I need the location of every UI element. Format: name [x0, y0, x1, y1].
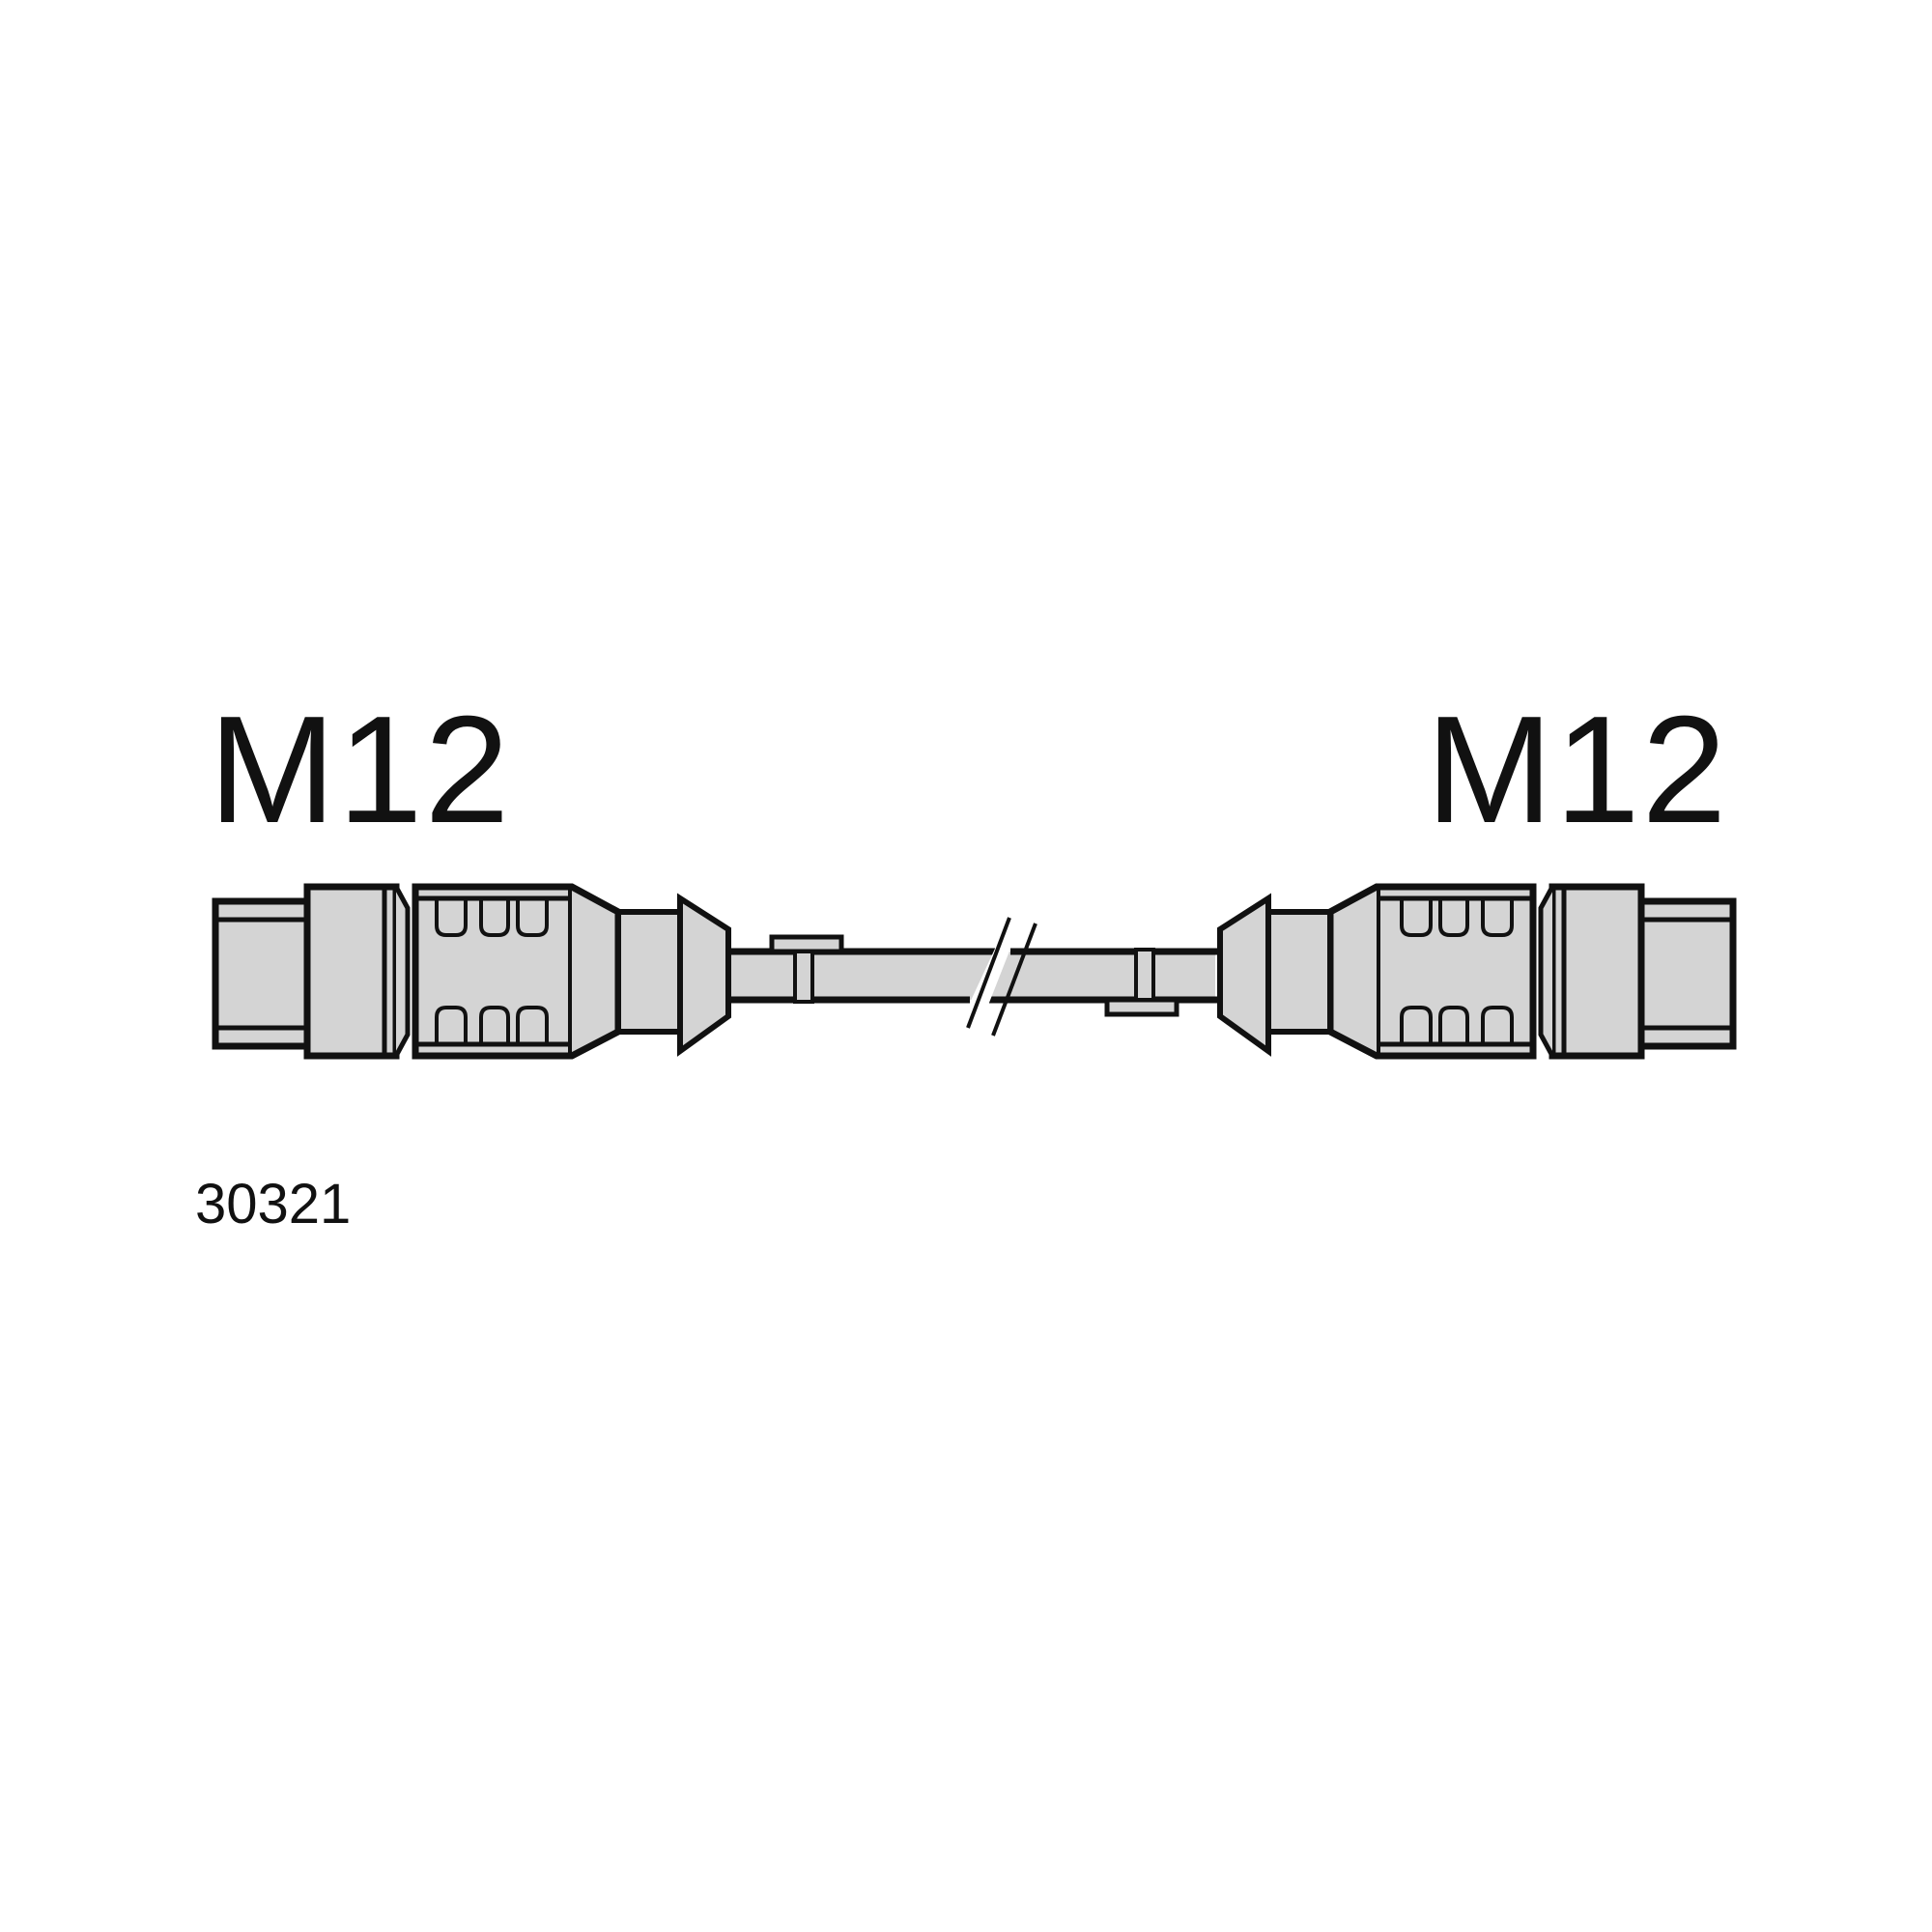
figure-number: 30321: [195, 1173, 352, 1236]
right-cable-clip: [1104, 948, 1179, 1017]
break-mark: [966, 917, 1011, 1029]
break-mark: [991, 923, 1037, 1037]
right-connector-label: M12: [1426, 685, 1729, 855]
left-connector-label: M12: [209, 685, 512, 855]
left-m12-connector: [215, 887, 728, 1056]
right-m12-connector: [1220, 887, 1733, 1056]
left-cable-clip: [769, 934, 844, 1004]
